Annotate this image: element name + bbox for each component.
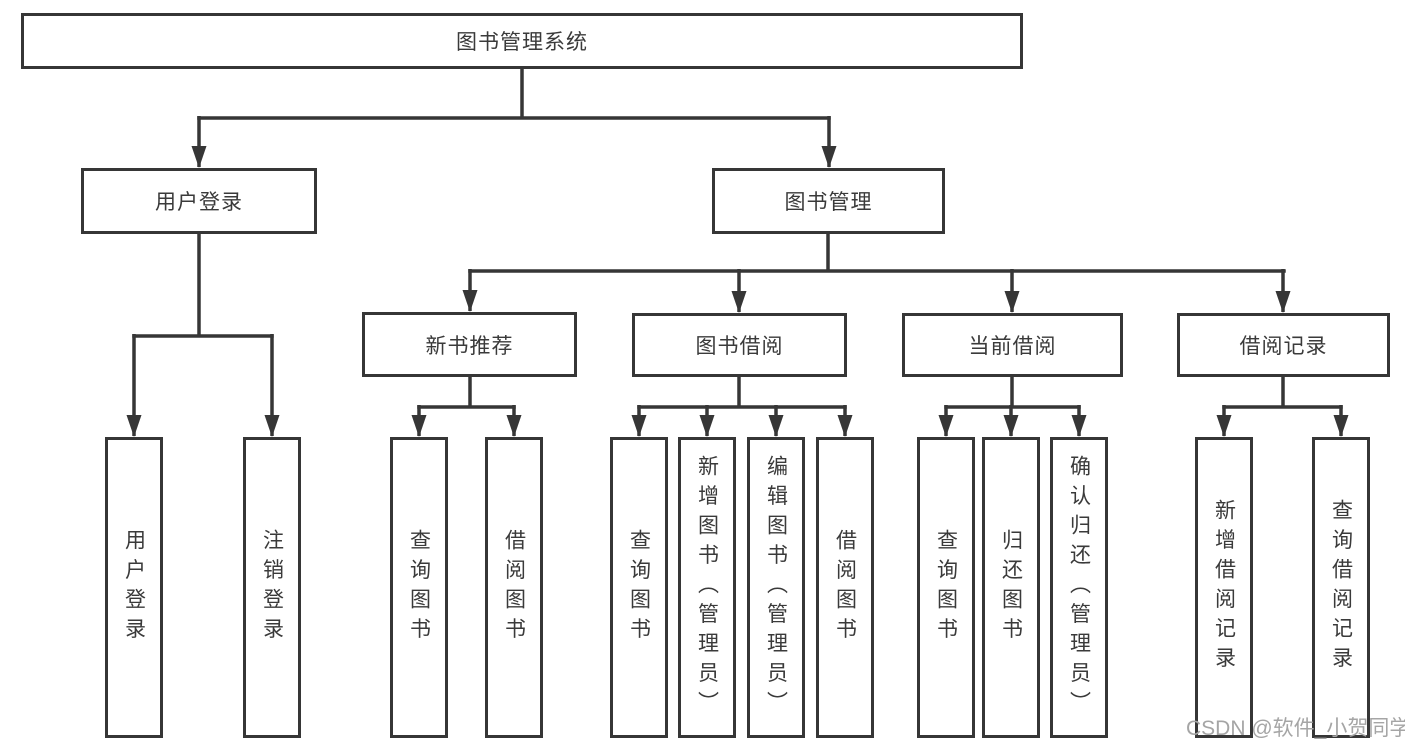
leaf-bb-query-books: 查询图书: [610, 437, 668, 738]
leaf-label: 编辑图书（管理员）: [764, 454, 788, 721]
leaf-label: 借阅图书: [502, 528, 526, 647]
leaf-cb-confirm-return-admin: 确认归还（管理员）: [1050, 437, 1108, 738]
node-book-management: 图书管理: [712, 168, 945, 234]
leaf-label: 新增图书（管理员）: [695, 454, 719, 721]
leaf-label: 确认归还（管理员）: [1067, 454, 1091, 721]
node-current-borrowing: 当前借阅: [902, 313, 1123, 377]
connector-current-trunk: [944, 375, 1081, 409]
leaf-label: 注销登录: [260, 528, 284, 647]
leaf-nbr-borrow-books: 借阅图书: [485, 437, 543, 738]
leaf-br-add-record: 新增借阅记录: [1195, 437, 1253, 738]
leaf-label: 新增借阅记录: [1212, 499, 1236, 676]
node-book-borrowing: 图书借阅: [632, 313, 847, 377]
connector-borrowing-trunk: [637, 375, 847, 409]
connector-book-management-trunk: [468, 231, 1286, 273]
leaf-label: 查询图书: [407, 528, 431, 647]
connector-new-book-trunk: [417, 375, 516, 409]
node-borrow-records: 借阅记录: [1177, 313, 1390, 377]
leaf-label: 查询图书: [934, 528, 958, 647]
csdn-watermark: CSDN @软件_小贺同学: [1186, 717, 1405, 740]
leaf-logout: 注销登录: [243, 437, 301, 738]
node-new-book-recommend: 新书推荐: [362, 312, 577, 377]
leaf-br-query-record: 查询借阅记录: [1312, 437, 1370, 738]
leaf-nbr-query-books: 查询图书: [390, 437, 448, 738]
leaf-label: 归还图书: [999, 528, 1023, 647]
leaf-label: 查询借阅记录: [1329, 499, 1353, 676]
leaf-cb-query-books: 查询图书: [917, 437, 975, 738]
leaf-cb-return-book: 归还图书: [982, 437, 1040, 738]
leaf-user-login: 用户登录: [105, 437, 163, 738]
connector-records-trunk: [1222, 375, 1343, 409]
connector-root-trunk: [197, 66, 831, 120]
leaf-bb-add-book-admin: 新增图书（管理员）: [678, 437, 736, 738]
connector-user-login-trunk: [132, 231, 274, 338]
leaf-bb-edit-book-admin: 编辑图书（管理员）: [747, 437, 805, 738]
leaf-label: 用户登录: [122, 528, 146, 647]
node-library-management-system: 图书管理系统: [21, 13, 1023, 69]
node-user-login: 用户登录: [81, 168, 317, 234]
leaf-label: 查询图书: [627, 528, 651, 647]
leaf-bb-borrow-books: 借阅图书: [816, 437, 874, 738]
leaf-label: 借阅图书: [833, 528, 857, 647]
